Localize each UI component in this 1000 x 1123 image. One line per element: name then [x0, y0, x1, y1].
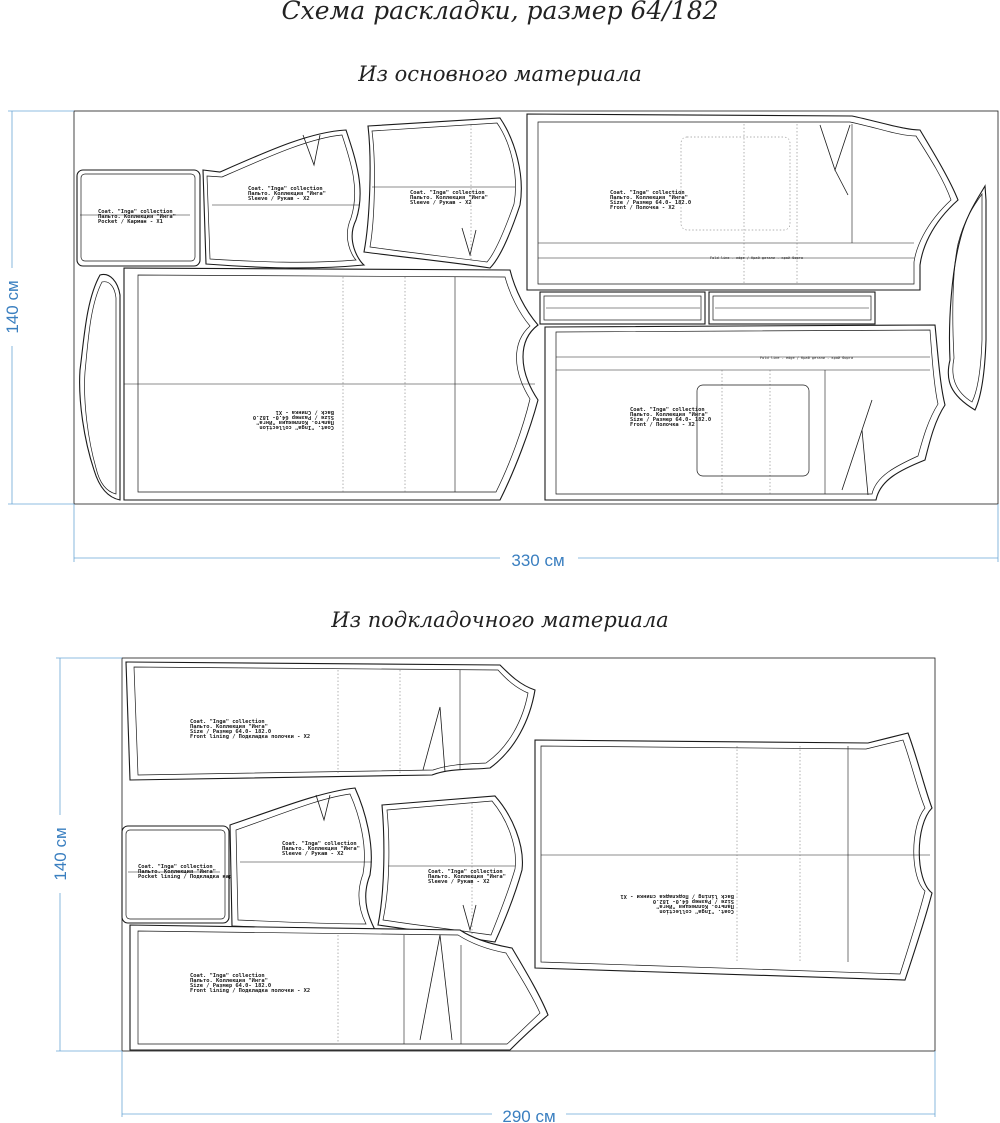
lining-undersleeve-label-2: Пальто. Коллекция "Инга" [282, 846, 360, 852]
lining-piece-front-lower: Coat. "Inga" collection Пальто. Коллекци… [129, 924, 549, 1051]
lining-front-upper-label-2: Пальто. Коллекция "Инга" [190, 724, 268, 730]
pattern-piece-undersleeve: Coat. "Inga" collection Пальто. Коллекци… [202, 129, 366, 269]
section-heading-main: Из основного материала [358, 62, 642, 86]
back-label-3: Size / Размер 64.0- 182.0 [253, 414, 334, 420]
back-label-4: Back / Спинка - X1 [276, 409, 334, 415]
lining-piece-pocket: Coat. "Inga" collection Пальто. Коллекци… [121, 825, 261, 924]
pattern-piece-front-lower: Fold line - edge / Край детали - край бо… [544, 324, 946, 501]
pattern-piece-back: Coat. "Inga" collection Пальто. Коллекци… [123, 267, 539, 501]
main-fabric-layout: 330 см 140 см Coat. "Inga" collection Па… [3, 110, 999, 570]
main-height-dimension: 140 см [3, 110, 74, 505]
front-lower-label-1: Coat. "Inga" collection [630, 407, 705, 413]
front-upper-label-4: Front / Полочка - X2 [610, 205, 675, 211]
lining-front-upper-label-1: Coat. "Inga" collection [190, 719, 265, 725]
lining-back-label-4: Back lining / Подкладка спинки - X1 [620, 893, 734, 899]
lining-pocket-label-1: Coat. "Inga" collection [138, 864, 213, 870]
lining-back-label-3: Size / Размер 64.0- 182.0 [653, 898, 734, 904]
lining-height-dimension: 140 см [51, 657, 122, 1052]
lining-piece-topsleeve: Coat. "Inga" collection Пальто. Коллекци… [377, 795, 523, 943]
front-lower-label-2: Пальто. Коллекция "Инга" [630, 412, 708, 418]
lining-fabric-layout: 290 см 140 см Coat. "Inga" collection Па… [51, 657, 936, 1123]
lining-undersleeve-label-3: Sleeve / Рукав - X2 [282, 851, 344, 857]
lining-front-upper-label-4: Front lining / Подкладка полочки - X2 [190, 734, 310, 740]
lining-front-lower-label-4: Front lining / Подкладка полочки - X2 [190, 988, 310, 994]
topsleeve-label-2: Пальто. Коллекция "Инга" [410, 195, 488, 201]
undersleeve-label-3: Sleeve / Рукав - X2 [248, 196, 310, 202]
lining-topsleeve-label-2: Пальто. Коллекция "Инга" [428, 874, 506, 880]
pattern-piece-facing-strip-2 [708, 291, 876, 325]
undersleeve-label-1: Coat. "Inga" collection [248, 186, 323, 192]
lining-piece-back: Coat. "Inga" collection Пальто. Коллекци… [534, 732, 933, 981]
lining-topsleeve-label-3: Sleeve / Рукав - X2 [428, 879, 490, 885]
lining-back-label-2: Пальто. Коллекция "Инга" [656, 903, 734, 909]
lining-pocket-label-2: Пальто. Коллекция "Инга" [138, 869, 216, 875]
section-heading-lining: Из подкладочного материала [331, 608, 669, 632]
pattern-piece-collar-left [79, 273, 121, 501]
main-width-dimension: 330 см [73, 504, 999, 570]
lining-undersleeve-label-1: Coat. "Inga" collection [282, 841, 357, 847]
front-upper-label-3: Size / Размер 64.0- 182.0 [610, 200, 691, 206]
front-upper-label-2: Пальто. Коллекция "Инга" [610, 195, 688, 201]
lining-piece-front-upper: Coat. "Inga" collection Пальто. Коллекци… [125, 661, 536, 781]
lining-front-lower-label-2: Пальто. Коллекция "Инга" [190, 978, 268, 984]
lining-piece-undersleeve: Coat. "Inga" collection Пальто. Коллекци… [229, 787, 376, 931]
pattern-piece-front-upper: Fold line - edge / Край детали - край бо… [526, 113, 959, 291]
back-label-1: Coat. "Inga" collection [259, 424, 334, 430]
fold-text-front-upper: Fold line - edge / Край детали - край бо… [710, 255, 803, 260]
main-width-label: 330 см [511, 551, 564, 570]
pattern-piece-collar-right [947, 184, 987, 411]
topsleeve-label-1: Coat. "Inga" collection [410, 190, 485, 196]
lining-width-label: 290 см [502, 1107, 555, 1123]
lining-height-label: 140 см [51, 827, 70, 880]
front-lower-label-3: Size / Размер 64.0- 182.0 [630, 417, 711, 423]
back-label-2: Пальто. Коллекция "Инга" [256, 419, 334, 425]
fold-text-front-lower: Fold line - edge / Край детали - край бо… [760, 355, 853, 360]
pocket-label-1: Coat. "Inga" collection [98, 209, 173, 215]
lining-pocket-label-3: Pocket lining / Подкладка кармана - X1 [138, 874, 261, 880]
pocket-label-3: Pocket / Карман - X1 [98, 219, 163, 225]
lining-back-label-1: Coat. "Inga" collection [659, 908, 734, 914]
pattern-piece-pocket: Coat. "Inga" collection Пальто. Коллекци… [76, 169, 201, 267]
pattern-piece-facing-strip-1 [539, 291, 706, 325]
undersleeve-label-2: Пальто. Коллекция "Инга" [248, 191, 326, 197]
lining-front-lower-label-1: Coat. "Inga" collection [190, 973, 265, 979]
lining-topsleeve-label-1: Coat. "Inga" collection [428, 869, 503, 875]
lining-front-upper-label-3: Size / Размер 64.0- 182.0 [190, 729, 271, 735]
front-upper-label-1: Coat. "Inga" collection [610, 190, 685, 196]
lining-width-dimension: 290 см [121, 1051, 936, 1123]
pocket-label-2: Пальто. Коллекция "Инга" [98, 214, 176, 220]
front-lower-label-4: Front / Полочка - X2 [630, 422, 695, 428]
lining-front-lower-label-3: Size / Размер 64.0- 182.0 [190, 983, 271, 989]
topsleeve-label-3: Sleeve / Рукав - X2 [410, 200, 472, 206]
pattern-piece-topsleeve: Coat. "Inga" collection Пальто. Коллекци… [363, 117, 522, 269]
page-title: Схема раскладки, размер 64/182 [281, 0, 719, 25]
main-height-label: 140 см [3, 280, 22, 333]
